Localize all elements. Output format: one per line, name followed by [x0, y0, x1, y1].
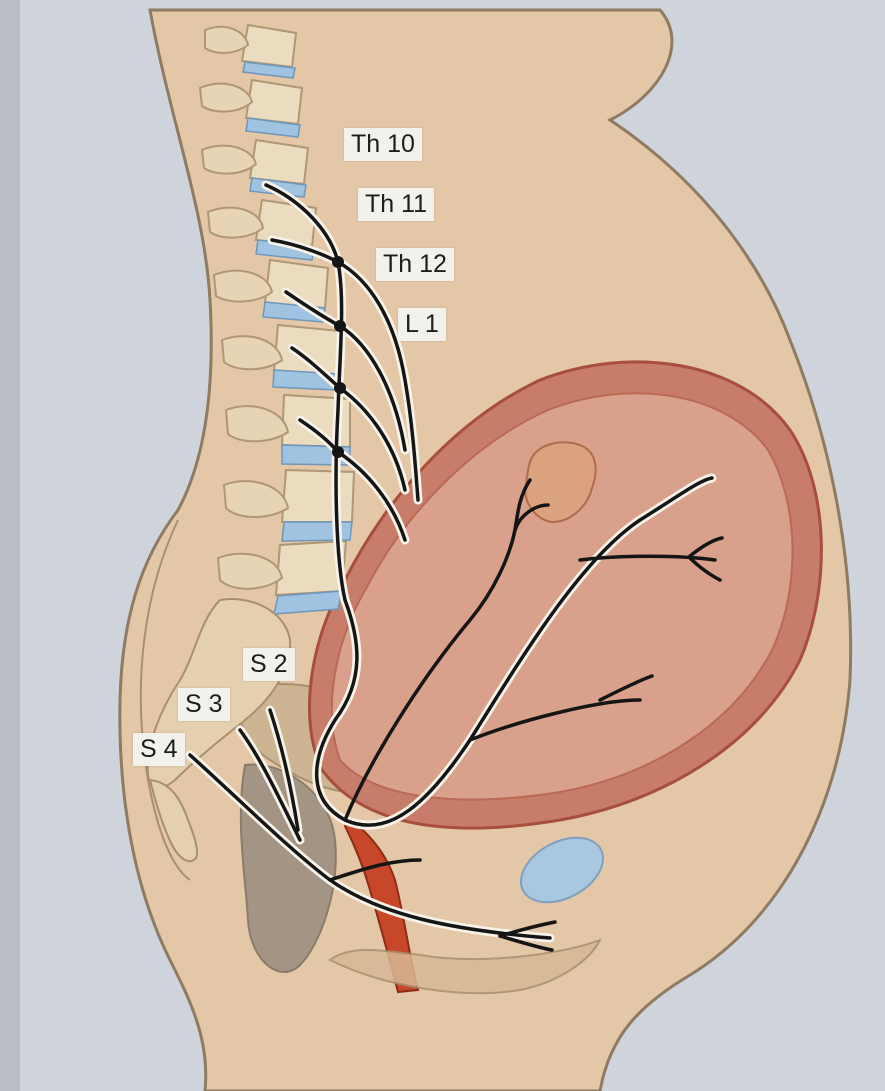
label-th10: Th 10 — [344, 128, 422, 161]
junction-dot — [334, 382, 346, 394]
label-s4: S 4 — [133, 733, 185, 766]
vertebra — [274, 325, 340, 375]
vertebra — [246, 80, 302, 124]
vertebra — [250, 140, 308, 184]
vertebra — [282, 470, 354, 522]
junction-dot — [332, 256, 344, 268]
page-shadow — [0, 0, 20, 1091]
vertebra — [242, 25, 296, 67]
junction-dot — [334, 320, 346, 332]
label-s3: S 3 — [178, 688, 230, 721]
junction-dot — [332, 446, 344, 458]
label-th12: Th 12 — [376, 248, 454, 281]
label-th11: Th 11 — [358, 188, 434, 221]
label-s2: S 2 — [243, 648, 295, 681]
label-l1: L 1 — [398, 308, 446, 341]
